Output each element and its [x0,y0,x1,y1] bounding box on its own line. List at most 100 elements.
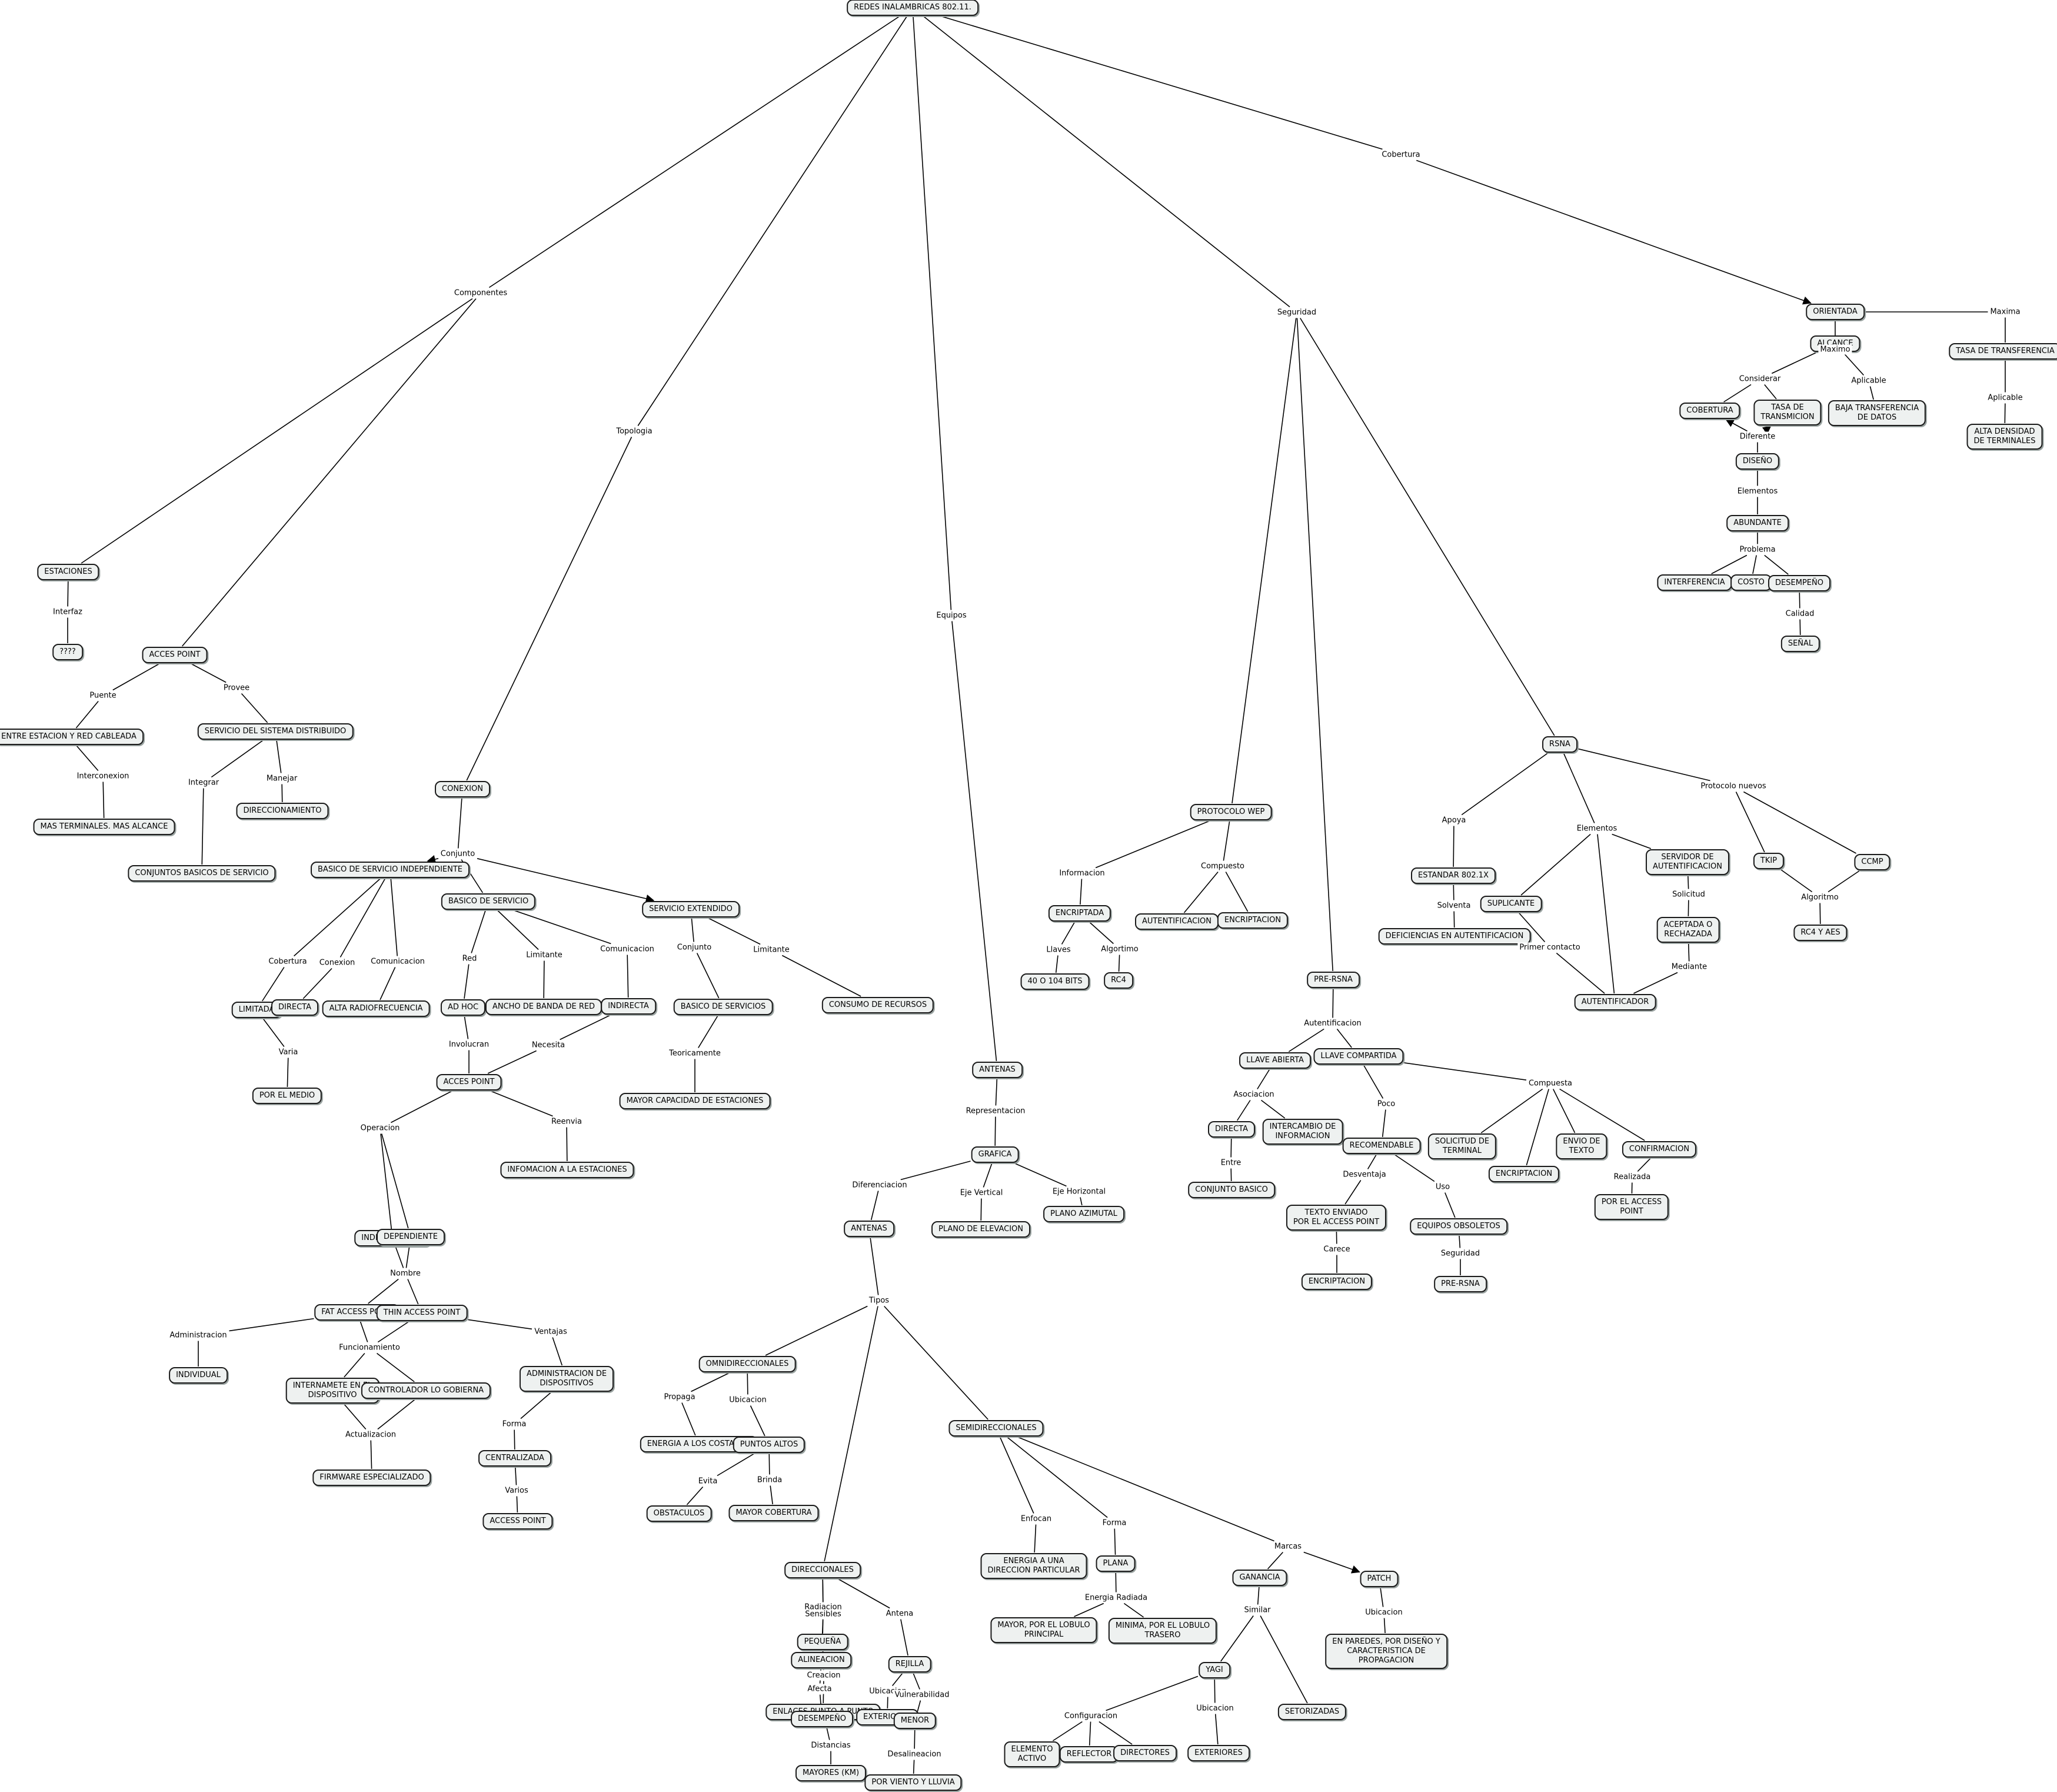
concept-tkip[interactable]: TKIP [1753,853,1785,869]
concept-rc4[interactable]: RC4 [1104,972,1133,989]
concept-mas-terminales[interactable]: MAS TERMINALES. MAS ALCANCE [33,819,175,835]
concept-encriptacion-wep[interactable]: ENCRIPTACION [1217,912,1289,929]
concept-infomacion[interactable]: INFOMACION A LA ESTACIONES [500,1162,634,1178]
concept-autentificacion-wep[interactable]: AUTENTIFICACION [1135,913,1219,930]
concept-patch[interactable]: PATCH [1360,1571,1399,1587]
concept-servicio-distribuido[interactable]: SERVICIO DEL SISTEMA DISTRIBUIDO [197,723,354,740]
concept-setorizadas[interactable]: SETORIZADAS [1277,1704,1347,1720]
concept-abundante[interactable]: ABUNDANTE [1726,515,1789,531]
concept-equipos-obsoletos[interactable]: EQUIPOS OBSOLETOS [1410,1218,1507,1235]
concept-centralizada[interactable]: CENTRALIZADA [478,1450,551,1467]
concept-bits[interactable]: 40 O 104 BITS [1020,973,1090,990]
concept-encriptacion-final[interactable]: ENCRIPTACION [1301,1274,1373,1290]
concept-por-el-medio[interactable]: POR EL MEDIO [252,1088,322,1104]
concept-ancho-banda[interactable]: ANCHO DE BANDA DE RED [485,999,603,1015]
concept-deficiencias[interactable]: DEFICIENCIAS EN AUTENTIFICACION [1378,928,1531,945]
concept-llave-compartida[interactable]: LLAVE COMPARTIDA [1313,1048,1404,1065]
concept-antenas2[interactable]: ANTENAS [844,1221,894,1237]
concept-qqqq[interactable]: ???? [52,644,83,660]
concept-mayores-km[interactable]: MAYORES (KM) [795,1765,867,1781]
concept-exteriores-yagi[interactable]: EXTERIORES [1187,1745,1250,1761]
concept-acces-point2[interactable]: ACCES POINT [436,1074,502,1091]
concept-menor[interactable]: MENOR [893,1713,937,1729]
concept-controlador[interactable]: CONTROLADOR LO GOBIERNA [361,1382,491,1399]
concept-entre-estacion[interactable]: ENTRE ESTACION Y RED CABLEADA [0,729,144,745]
concept-directa-conexion[interactable]: DIRECTA [271,999,318,1016]
concept-alcance[interactable]: ALCANCE [1810,335,1860,352]
concept-rsna[interactable]: RSNA [1542,736,1577,753]
concept-ganancia[interactable]: GANANCIA [1232,1570,1287,1586]
concept-alta-radiofrecuencia[interactable]: ALTA RADIOFRECUENCIA [322,1000,430,1017]
concept-direccionamiento[interactable]: DIRECCIONAMIENTO [236,803,329,819]
concept-autentificador[interactable]: AUTENTIFICADOR [1574,994,1656,1010]
concept-directores[interactable]: DIRECTORES [1113,1745,1177,1761]
concept-confirmacion[interactable]: CONFIRMACION [1622,1141,1697,1158]
concept-ad-hoc[interactable]: AD HOC [440,999,486,1016]
concept-rejilla[interactable]: REJILLA [888,1656,931,1673]
concept-cobertura-node[interactable]: COBERTURA [1679,403,1740,419]
concept-tasa-transferencia[interactable]: TASA DE TRANSFERENCIA [1949,343,2057,360]
concept-consumo-recursos[interactable]: CONSUMO DE RECURSOS [821,997,934,1013]
concept-reflector[interactable]: REFLECTOR [1059,1746,1119,1763]
concept-desempeno-cov[interactable]: DESEMPEÑO [1768,575,1830,591]
concept-acces-point[interactable]: ACCES POINT [142,647,208,663]
concept-orientada[interactable]: ORIENTADA [1806,304,1865,320]
concept-root[interactable]: REDES INALAMBRICAS 802.11. [847,0,978,16]
concept-puntos-altos[interactable]: PUNTOS ALTOS [733,1437,806,1453]
concept-dependiente[interactable]: DEPENDIENTE [377,1229,445,1245]
concept-encriptada[interactable]: ENCRIPTADA [1048,905,1111,922]
concept-senal[interactable]: SEÑAL [1780,636,1820,652]
concept-rc4-aes[interactable]: RC4 Y AES [1793,925,1848,941]
concept-semidireccionales[interactable]: SEMIDIRECCIONALES [948,1420,1044,1437]
concept-antenas-top[interactable]: ANTENAS [972,1062,1023,1078]
concept-mayor-capacidad[interactable]: MAYOR CAPACIDAD DE ESTACIONES [619,1093,771,1109]
concept-access-point-final[interactable]: ACCESS POINT [482,1513,553,1530]
concept-yagi[interactable]: YAGI [1199,1662,1230,1678]
concept-pre-rsna[interactable]: PRE-RSNA [1307,972,1360,988]
concept-interferencia[interactable]: INTERFERENCIA [1657,574,1732,591]
concept-suplicante[interactable]: SUPLICANTE [1480,896,1542,912]
concept-basico-independiente[interactable]: BASICO DE SERVICIO INDEPENDIENTE [311,862,470,878]
concept-servicio-extendido[interactable]: SERVICIO EXTENDIDO [642,901,740,917]
concept-conjuntos-basicos[interactable]: CONJUNTOS BASICOS DE SERVICIO [128,865,276,882]
concept-omnidireccionales[interactable]: OMNIDIRECCIONALES [698,1356,796,1372]
concept-pre-rsna2[interactable]: PRE-RSNA [1434,1276,1487,1292]
concept-basico-servicios[interactable]: BASICO DE SERVICIOS [673,999,773,1015]
concept-grafica[interactable]: GRAFICA [971,1146,1019,1163]
concept-thin-ap[interactable]: THIN ACCESS POINT [376,1305,468,1321]
concept-llave-abierta[interactable]: LLAVE ABIERTA [1239,1052,1311,1069]
concept-alineacion[interactable]: ALINEACION [791,1652,852,1668]
concept-firmware[interactable]: FIRMWARE ESPECIALIZADO [312,1469,431,1486]
concept-individual[interactable]: INDIVIDUAL [169,1367,228,1384]
concept-mayor-cobertura[interactable]: MAYOR COBERTURA [728,1505,819,1521]
concept-pequena[interactable]: PEQUEÑA [797,1634,848,1650]
concept-encriptacion-llave[interactable]: ENCRIPTACION [1488,1166,1560,1182]
concept-estaciones[interactable]: ESTACIONES [37,564,99,580]
concept-direccionales[interactable]: DIRECCIONALES [784,1562,861,1578]
concept-diseno[interactable]: DISEÑO [1735,453,1780,470]
concept-directa-llave[interactable]: DIRECTA [1208,1121,1255,1138]
concept-costo[interactable]: COSTO [1730,574,1772,591]
concept-basico-servicio[interactable]: BASICO DE SERVICIO [441,893,536,910]
concept-protocolo-wep[interactable]: PROTOCOLO WEP [1190,804,1272,820]
concept-conexion[interactable]: CONEXION [435,781,490,797]
concept-obstaculos[interactable]: OBSTACULOS [646,1505,712,1522]
concept-conjunto-basico[interactable]: CONJUNTO BASICO [1188,1182,1275,1198]
concept-plano-azimutal[interactable]: PLANO AZIMUTAL [1043,1206,1124,1222]
concept-estandar[interactable]: ESTANDAR 802.1X [1411,867,1496,884]
concept-recomendable[interactable]: RECOMENDABLE [1342,1138,1421,1154]
